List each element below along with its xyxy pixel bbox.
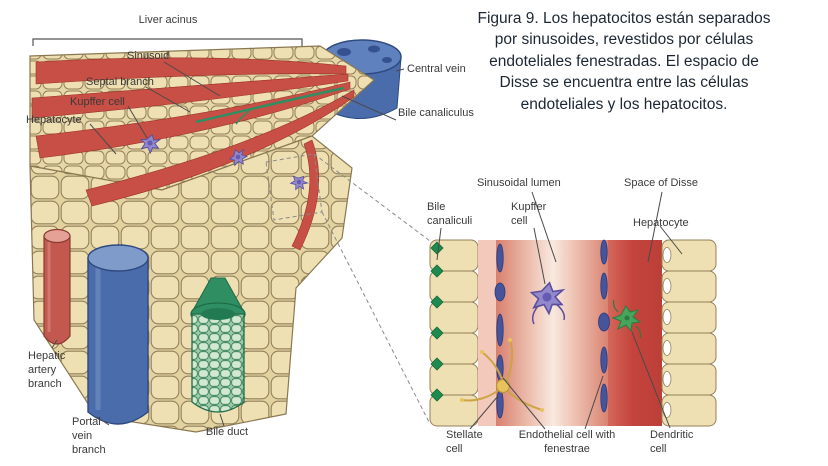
- label-endothelial-cell: Endothelial cell with fenestrae: [518, 429, 616, 455]
- label-kupffer-cell: Kupffer cell: [70, 96, 125, 108]
- label-hepatocyte: Hepatocyte: [26, 114, 82, 126]
- label-septal-branch: Septal branch: [86, 76, 154, 88]
- sinusoidal-lumen-area: [496, 240, 610, 426]
- space-of-disse-left-area: [478, 240, 496, 426]
- label-portal-vein-branch: Portal vein branch: [72, 416, 106, 456]
- hepatic-artery-shape: [43, 228, 71, 345]
- label-hepatocyte-zoom: Hepatocyte: [633, 217, 689, 229]
- left-hepatocyte-column: [429, 239, 479, 427]
- portal-vein-shape: [87, 244, 149, 425]
- label-bile-canaliculi: Bile canaliculi: [427, 201, 473, 227]
- endothelial-layer-left: [494, 243, 506, 419]
- label-hepatic-artery-branch: Hepatic artery branch: [28, 350, 66, 390]
- dashed-zoom-link: [265, 153, 431, 425]
- label-dendritic-cell: Dendritic cell: [650, 429, 694, 455]
- kupffer-cell-zoom-shape: [527, 279, 567, 325]
- bile-canaliculus-line: [195, 86, 345, 125]
- label-space-of-disse: Space of Disse: [624, 177, 698, 189]
- sinusoid-channels: [31, 57, 351, 159]
- label-liver-acinus: Liver acinus: [138, 14, 198, 26]
- figure-caption: Figura 9. Los hepatocitos están separado…: [477, 10, 771, 113]
- main-illustration: [29, 38, 431, 433]
- zoom-panel: [429, 239, 717, 427]
- label-central-vein: Central vein: [407, 63, 466, 75]
- stellate-cell-shape: [460, 338, 544, 412]
- right-hepatocyte-column: [661, 239, 717, 427]
- sinusoid-channels-front: [85, 89, 355, 251]
- label-sinusoidal-lumen: Sinusoidal lumen: [477, 177, 561, 189]
- leader-lines: [51, 61, 683, 430]
- acinus-bracket: [32, 38, 303, 46]
- endothelial-layer-right: [598, 239, 610, 413]
- space-of-disse-area: [608, 240, 662, 426]
- bile-duct-shape: [190, 277, 246, 413]
- label-bile-canaliculus: Bile canaliculus: [398, 107, 474, 119]
- label-bile-duct: Bile duct: [205, 426, 249, 438]
- label-kupffer-cell-zoom: Kupffer cell: [511, 201, 547, 227]
- label-sinusoid: Sinusoid: [127, 50, 170, 62]
- dendritic-cell-shape: [611, 299, 642, 339]
- label-stellate-cell: Stellate cell: [446, 429, 483, 455]
- bile-canaliculi-diamonds: [430, 241, 444, 402]
